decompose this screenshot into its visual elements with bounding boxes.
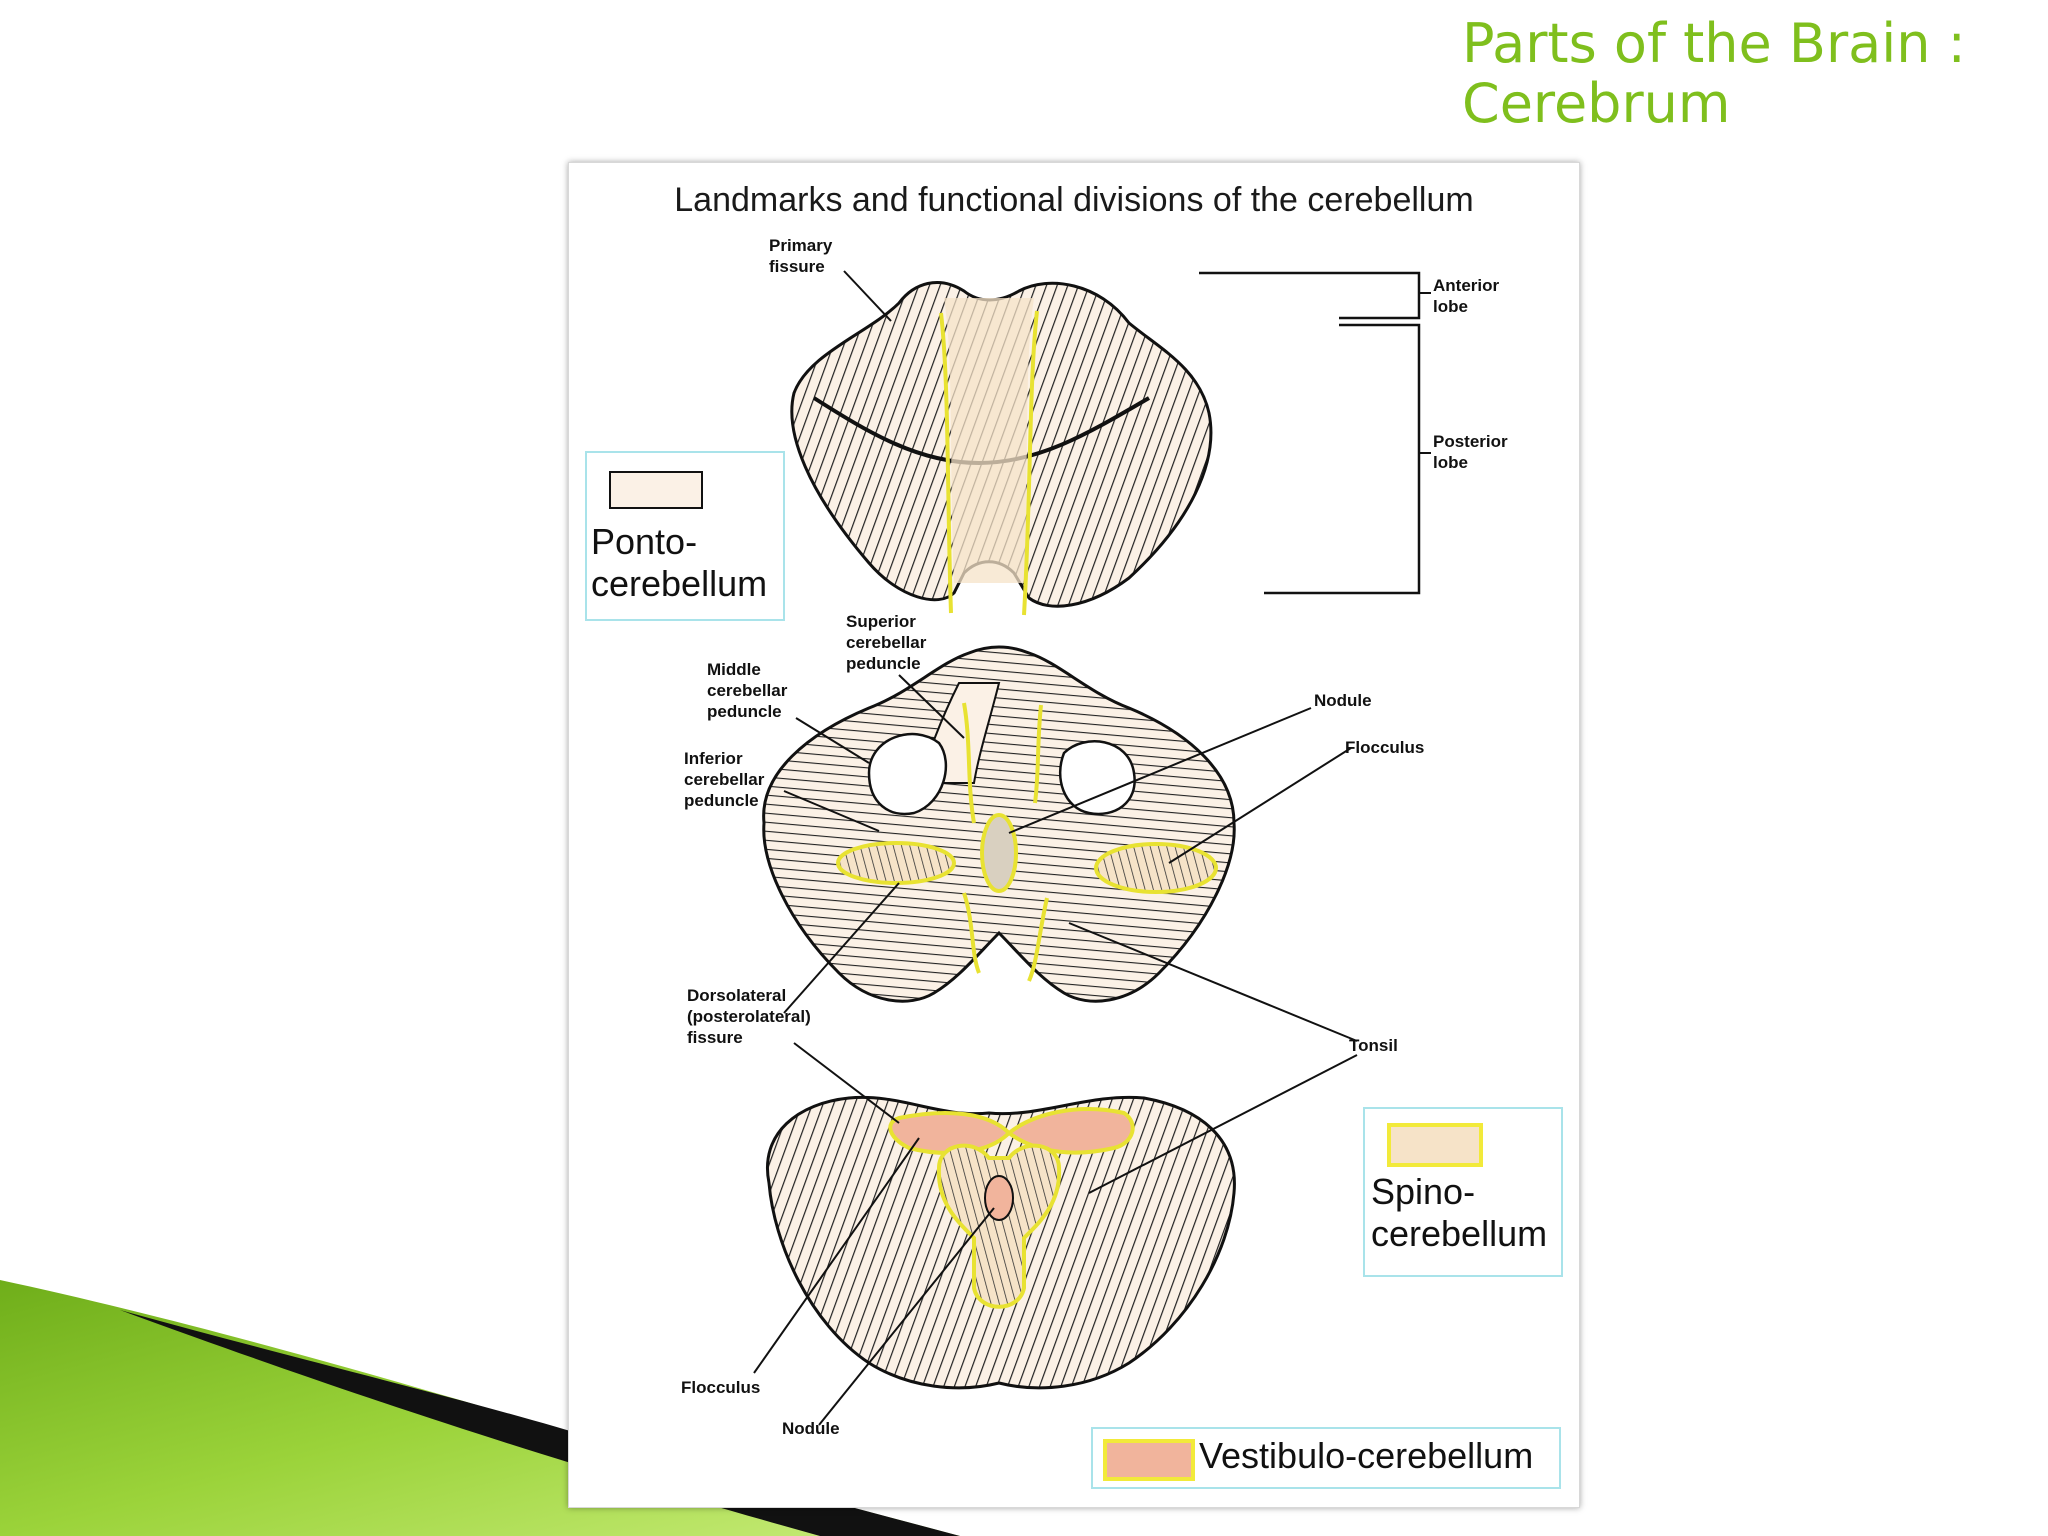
inferior-view xyxy=(753,1042,1358,1426)
cerebellum-figure: Landmarks and functional divisions of th… xyxy=(568,162,1580,1508)
vermis-boundary-right xyxy=(1022,310,1039,616)
label-anterior-lobe: Anterior lobe xyxy=(1433,276,1500,316)
spino-swatch xyxy=(1387,1123,1483,1167)
cerebellum-illustration xyxy=(753,270,1431,1426)
flocculus-pointer-middle xyxy=(1168,747,1352,864)
label-middle-peduncle: Middle cerebellar peduncle xyxy=(707,660,788,721)
figure-title: Landmarks and functional divisions of th… xyxy=(674,181,1474,219)
label-inferior-peduncle: Inferior cerebellar peduncle xyxy=(684,749,765,810)
corner-decoration xyxy=(0,1280,960,1536)
label-primary-fissure: Primary fissure xyxy=(769,236,833,276)
vestibulo-swatch xyxy=(1103,1439,1195,1481)
flocculus-right-middle xyxy=(1094,842,1218,894)
superior-view xyxy=(790,270,1431,616)
dorsolateral-pointer-bottom xyxy=(793,1042,900,1124)
anterior-view xyxy=(762,645,1358,1042)
nodule-middle xyxy=(980,813,1018,893)
slide-title-line-1: Parts of the Brain : xyxy=(1462,12,1966,75)
spino-label: Spino- cerebellum xyxy=(1371,1171,1548,1254)
posterior-lobe-bracket xyxy=(1264,323,1421,595)
black-swoosh xyxy=(120,1310,960,1536)
label-nodule-bottom: Nodule xyxy=(782,1419,840,1438)
middle-peduncle-pointer xyxy=(795,717,870,764)
slide-title: Parts of the Brain : Cerebrum xyxy=(1462,14,2022,134)
legend-spinocerebellum: Spino- cerebellum xyxy=(1363,1107,1563,1277)
tonsil-pointer xyxy=(1068,922,1358,1042)
vestibulo-flocculus-right xyxy=(1005,1107,1135,1155)
nodule-pointer-middle xyxy=(1008,707,1312,834)
label-tonsil: Tonsil xyxy=(1349,1036,1398,1055)
vermis-band xyxy=(944,298,1034,583)
middle-peduncle-left xyxy=(867,732,948,816)
superior-peduncle-pointer xyxy=(898,674,965,739)
label-flocculus-middle: Flocculus xyxy=(1345,738,1425,757)
ponto-swatch xyxy=(609,471,703,509)
anterior-lobe-bracket xyxy=(1199,271,1421,320)
ponto-label: Ponto- cerebellum xyxy=(591,521,768,604)
primary-fissure-pointer xyxy=(843,270,892,322)
label-flocculus-bottom: Flocculus xyxy=(681,1378,761,1397)
vermis-boundary-left xyxy=(939,312,953,614)
middle-peduncle-right xyxy=(1059,740,1136,816)
vestibulo-label: Vestibulo-cerebellum xyxy=(1199,1435,1534,1476)
tonsil-pointer-bottom xyxy=(1088,1054,1358,1194)
vermis-boundary-mid-left xyxy=(962,702,981,974)
inferior-peduncle-pointer xyxy=(783,790,880,832)
dorsolateral-pointer-middle xyxy=(783,882,900,1014)
flocculus-left-middle xyxy=(836,841,956,885)
flocculus-pointer-bottom xyxy=(753,1137,920,1374)
legend-vestibulocerebellum: Vestibulo-cerebellum xyxy=(1091,1427,1561,1489)
slide-title-line-2: Cerebrum xyxy=(1462,72,1731,135)
legend-pontocerebellum: Ponto- cerebellum xyxy=(585,451,785,621)
label-dorsolateral-fissure: Dorsolateral (posterolateral) fissure xyxy=(687,986,811,1047)
label-nodule-middle: Nodule xyxy=(1314,691,1372,710)
label-posterior-lobe: Posterior lobe xyxy=(1433,432,1508,472)
nodule-pointer-bottom xyxy=(818,1207,995,1426)
vermis-boundary-mid-right xyxy=(1027,704,1049,982)
label-superior-peduncle: Superior cerebellar peduncle xyxy=(846,612,927,673)
